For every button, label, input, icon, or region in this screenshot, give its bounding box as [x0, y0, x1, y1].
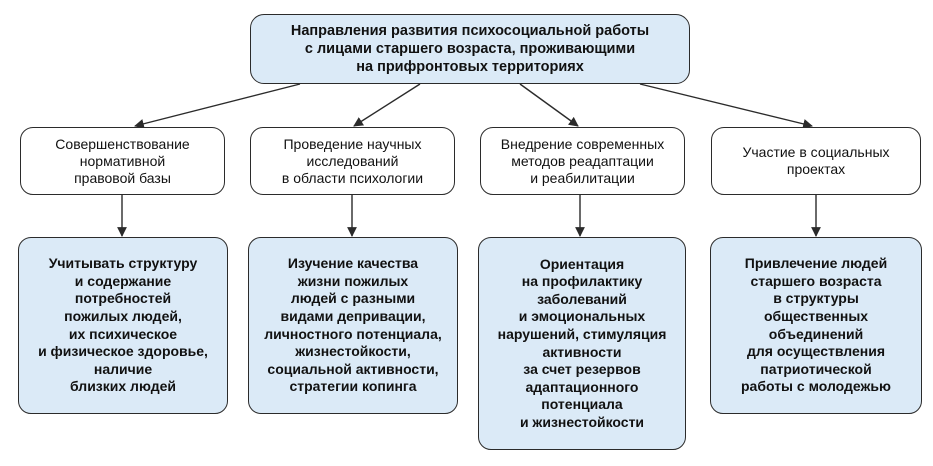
detail-node-2: Изучение качества жизни пожилых людей с … [248, 237, 458, 414]
detail-node-3-text: Ориентация на профилактику заболеваний и… [497, 255, 667, 430]
direction-node-1: Совершенствование нормативной правовой б… [20, 127, 225, 195]
arrow-root-to-direction-4 [639, 83, 813, 129]
arrow-root-to-direction-1 [134, 83, 301, 129]
direction-node-3-text: Внедрение современных методов реадаптаци… [500, 135, 665, 186]
root-node: Направления развития психосоциальной раб… [250, 14, 690, 84]
detail-node-4: Привлечение людей старшего возраста в ст… [710, 237, 922, 414]
detail-node-1-text: Учитывать структуру и содержание потребн… [38, 255, 208, 395]
direction-node-2-text: Проведение научных исследований в област… [281, 135, 424, 186]
detail-node-2-text: Изучение качества жизни пожилых людей с … [264, 255, 442, 395]
direction-node-4-text: Участие в социальных проектах [742, 144, 890, 177]
detail-node-3: Ориентация на профилактику заболеваний и… [478, 237, 686, 450]
detail-node-4-text: Привлечение людей старшего возраста в ст… [741, 255, 891, 395]
arrow-root-to-direction-3 [519, 83, 579, 127]
direction-node-1-text: Совершенствование нормативной правовой б… [55, 135, 190, 186]
direction-node-4: Участие в социальных проектах [711, 127, 921, 195]
arrow-root-to-direction-2 [353, 83, 421, 127]
detail-node-1: Учитывать структуру и содержание потребн… [18, 237, 228, 414]
direction-node-2: Проведение научных исследований в област… [250, 127, 455, 195]
direction-node-3: Внедрение современных методов реадаптаци… [480, 127, 685, 195]
root-node-text: Направления развития психосоциальной раб… [290, 23, 650, 75]
